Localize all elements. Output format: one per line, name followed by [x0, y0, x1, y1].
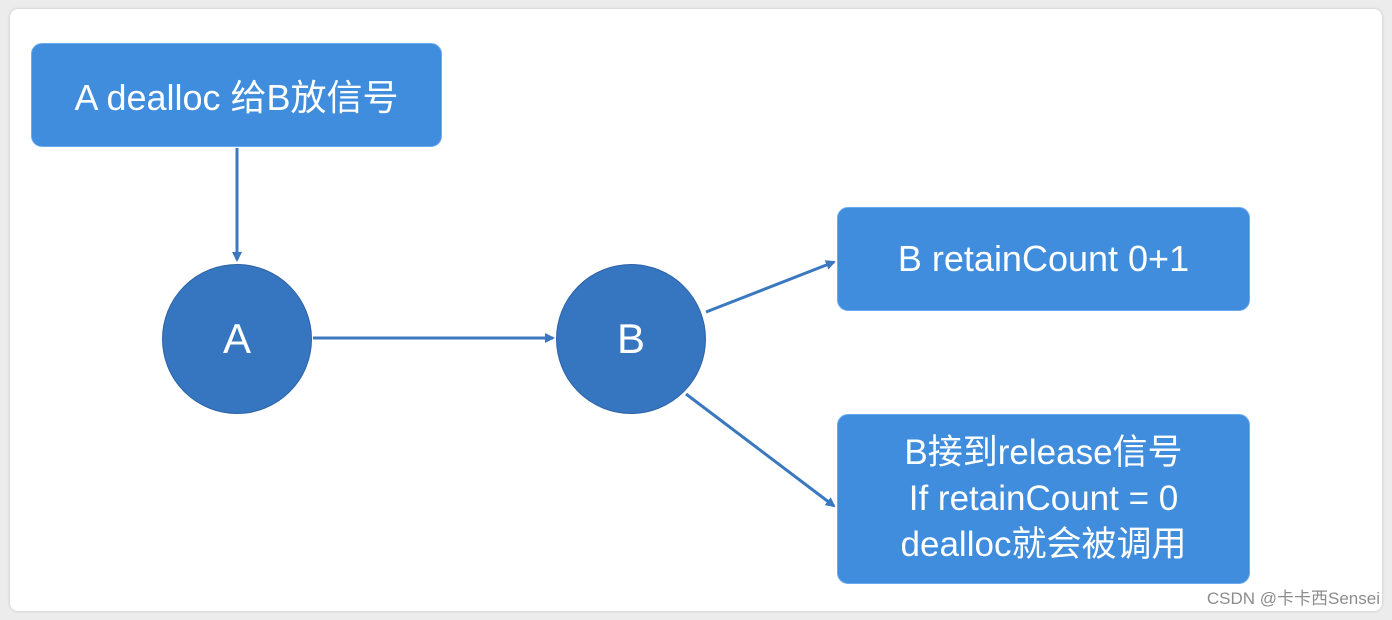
edge-b-to-retain — [705, 260, 836, 314]
node-a: A — [162, 264, 312, 414]
release-signal-box: B接到release信号 If retainCount = 0 dealloc就… — [837, 414, 1250, 584]
dealloc-signal-text: A dealloc 给B放信号 — [74, 77, 399, 118]
edge-b-to-release — [685, 392, 836, 508]
retain-count-box: B retainCount 0+1 — [837, 207, 1250, 311]
node-b-label: B — [616, 315, 645, 362]
node-b: B — [556, 264, 706, 414]
release-line-3: dealloc就会被调用 — [900, 525, 1187, 564]
watermark: CSDN @卡卡西Sensei — [1206, 589, 1380, 608]
retain-count-text: B retainCount 0+1 — [897, 238, 1190, 279]
release-line-1: B接到release信号 — [904, 433, 1183, 472]
release-line-2: If retainCount = 0 — [908, 479, 1179, 518]
node-a-label: A — [222, 315, 251, 362]
dealloc-signal-box: A dealloc 给B放信号 — [31, 43, 442, 147]
